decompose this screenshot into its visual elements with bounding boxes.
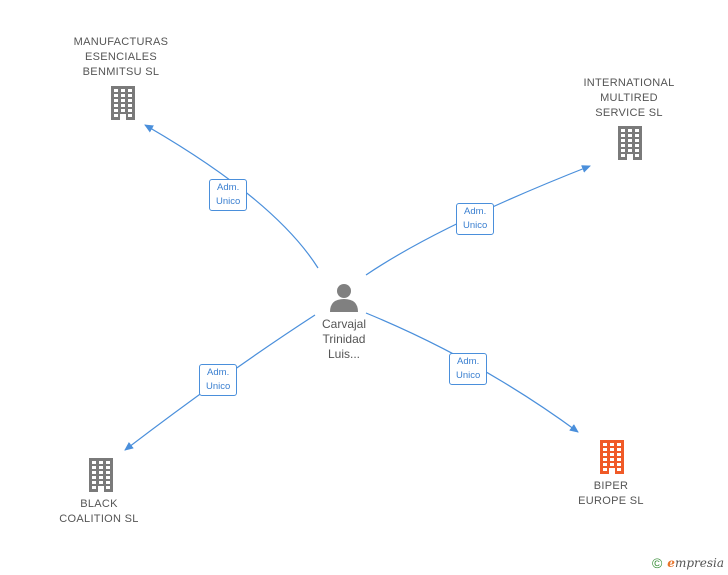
edge-label-black: Adm. Unico: [199, 364, 238, 396]
edge-manufacturas: [144, 124, 319, 269]
company-label-manufacturas[interactable]: MANUFACTURAS ESENCIALES BENMITSU SL: [73, 36, 169, 78]
brand-name: empresia: [667, 556, 724, 570]
person-name[interactable]: Carvajal Trinidad Luis...: [321, 317, 366, 361]
copyright-icon: ©: [651, 555, 663, 571]
company-label-international[interactable]: INTERNATIONAL MULTIRED SERVICE SL: [583, 77, 675, 119]
edge-label-manufacturas: Adm. Unico: [209, 179, 248, 211]
person-icon[interactable]: [329, 282, 359, 312]
building-icon[interactable]: [86, 458, 116, 492]
building-icon[interactable]: [597, 440, 627, 474]
edge-label-biper: Adm. Unico: [449, 353, 488, 385]
building-icon[interactable]: [108, 86, 138, 120]
company-label-black[interactable]: BLACK COALITION SL: [59, 498, 139, 525]
building-icon[interactable]: [615, 126, 645, 160]
brand-footer: © empresia: [652, 555, 724, 571]
edge-label-international: Adm. Unico: [456, 203, 495, 235]
company-label-biper[interactable]: BIPER EUROPE SL: [578, 480, 644, 507]
